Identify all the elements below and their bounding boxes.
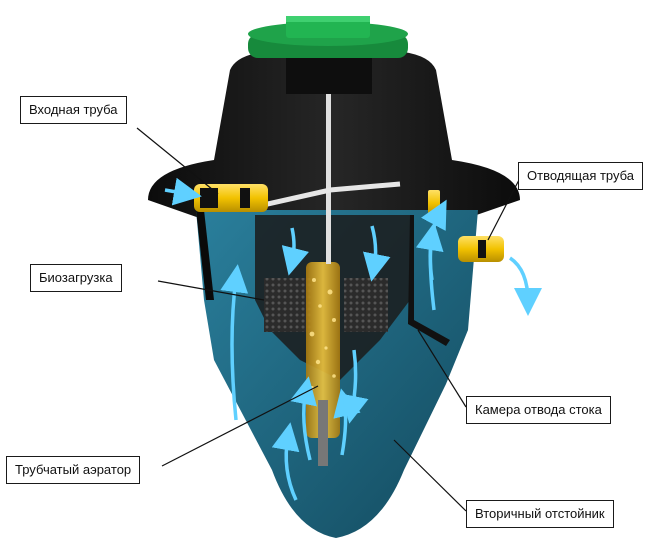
label-tube-aerator: Трубчатый аэратор [6,456,141,484]
partition-wall [408,215,450,346]
distribution-cross [249,181,401,211]
label-discharge-chamber: Камера отвода стока [466,396,611,424]
bioload-block-left [264,278,312,332]
lid-neck [286,58,372,94]
callout-lines [136,127,521,512]
label-bioload: Биозагрузка [30,264,122,292]
tank-left-wall [196,210,214,300]
inlet-pipe [194,184,268,212]
label-inlet-pipe: Входная труба [20,96,127,124]
bioload-block-right [344,278,388,332]
tank-lid [248,16,408,58]
tank-upper-shell [148,52,520,220]
outlet-pipe [458,236,504,262]
aerator-core [318,400,328,466]
flow-arrows [164,177,542,501]
label-secondary-settler: Вторичный отстойник [466,500,614,528]
label-outlet-pipe: Отводящая труба [518,162,644,190]
air-supply-pipe [326,94,331,264]
air-bubbles [309,278,336,390]
